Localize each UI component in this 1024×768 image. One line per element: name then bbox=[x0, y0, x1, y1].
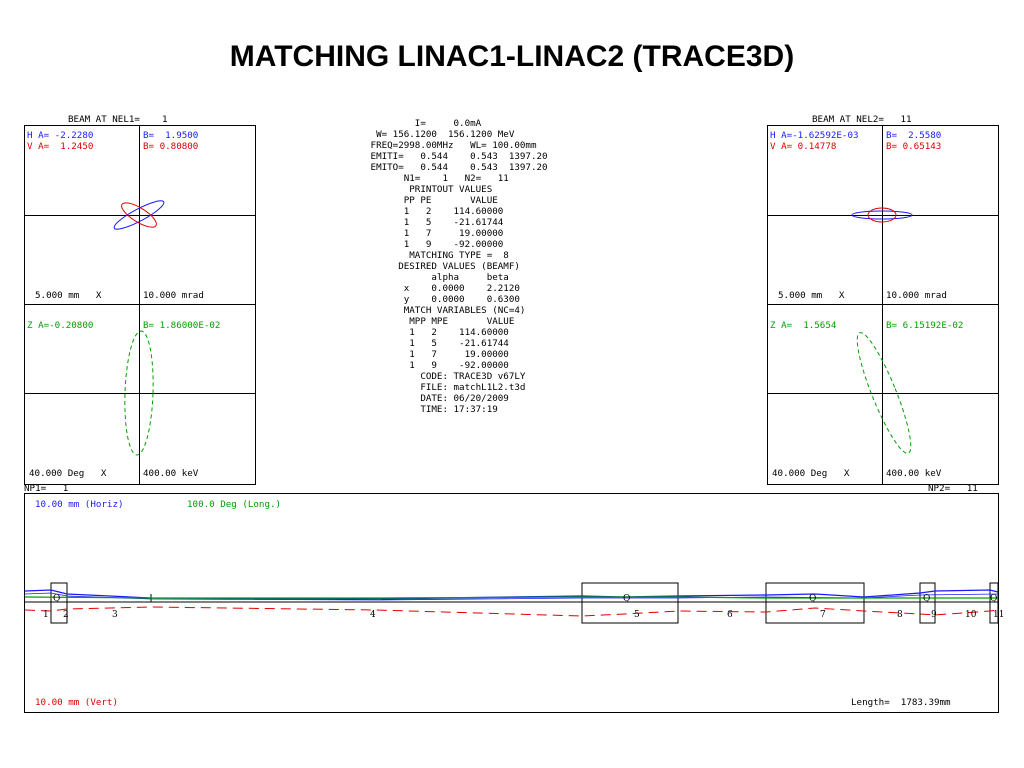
right-xp-scale: 10.000 mrad bbox=[886, 290, 947, 301]
param-line: W= 156.1200 156.1200 MeV bbox=[365, 129, 515, 140]
right-z-scale: 40.000 Deg X bbox=[772, 468, 850, 479]
element-number: 9 bbox=[931, 610, 937, 620]
element-number: 5 bbox=[634, 610, 640, 620]
longitudinal-envelope bbox=[24, 596, 998, 599]
param-line: EMITI= 0.544 0.543 1397.20 bbox=[365, 151, 548, 162]
quad-label: Q bbox=[923, 594, 930, 604]
param-line: 1 7 19.00000 bbox=[365, 349, 509, 360]
trace3d-parameters-block: I= 0.0mA W= 156.1200 156.1200 MeV FREQ=2… bbox=[365, 118, 585, 415]
right-energy-scale: 400.00 keV bbox=[886, 468, 942, 479]
param-line: N1= 1 N2= 11 bbox=[365, 173, 509, 184]
param-line: y 0.0000 0.6300 bbox=[365, 294, 520, 305]
right-panel-header: BEAM AT NEL2= 11 bbox=[812, 114, 912, 125]
element-number: 2 bbox=[63, 610, 69, 620]
element-number: 4 bbox=[370, 610, 376, 620]
quad-element bbox=[919, 582, 936, 624]
element-number: 8 bbox=[897, 610, 903, 620]
param-line: FREQ=2998.00MHz WL= 100.00mm bbox=[365, 140, 537, 151]
left-h-beta: B= 1.9500 bbox=[143, 130, 199, 141]
quad-label: Q bbox=[623, 594, 630, 604]
left-panel-header: BEAM AT NEL1= 1 bbox=[68, 114, 168, 125]
param-line: FILE: matchL1L2.t3d bbox=[365, 382, 526, 393]
right-ellipses-plot bbox=[851, 207, 913, 454]
param-line: 1 2 114.60000 bbox=[365, 327, 509, 338]
left-vertical-ellipse bbox=[121, 202, 157, 228]
quad-element bbox=[581, 582, 679, 624]
right-h-beta: B= 2.5580 bbox=[886, 130, 942, 141]
horiz-scale-label: 10.00 mm (Horiz) bbox=[35, 499, 124, 510]
param-line: 1 5 -21.61744 bbox=[365, 217, 504, 228]
left-energy-scale: 400.00 keV bbox=[143, 468, 199, 479]
element-number: 10 bbox=[965, 610, 977, 620]
left-x-scale: 5.000 mm X bbox=[35, 290, 102, 301]
envelope-plot: 1 2 3 4 5 6 7 8 9 10 11 Q Q Q Q Q bbox=[24, 582, 1004, 624]
param-line: I= 0.0mA bbox=[365, 118, 482, 129]
left-v-beta: B= 0.80800 bbox=[143, 141, 199, 152]
right-h-alpha: H A=-1.62592E-03 bbox=[770, 130, 859, 141]
param-line: 1 9 -92.00000 bbox=[365, 360, 509, 371]
right-x-scale: 5.000 mm X bbox=[778, 290, 845, 301]
beam-envelope-panel: 10.00 mm (Horiz) 100.0 Deg (Long.) 10.00… bbox=[24, 493, 1004, 713]
param-line: 1 2 114.60000 bbox=[365, 206, 504, 217]
quad-label: Q bbox=[990, 594, 997, 604]
left-z-beta: B= 1.86000E-02 bbox=[143, 320, 221, 331]
quad-element bbox=[989, 582, 999, 624]
vertical-envelope bbox=[24, 606, 999, 617]
element-number: 6 bbox=[727, 610, 733, 620]
right-longitudinal-ellipse bbox=[856, 332, 912, 454]
long-scale-label: 100.0 Deg (Long.) bbox=[187, 499, 282, 510]
param-line: 1 5 -21.61744 bbox=[365, 338, 509, 349]
length-label: Length= 1783.39mm bbox=[851, 697, 951, 708]
left-horizontal-ellipse bbox=[113, 200, 165, 230]
left-v-alpha: V A= 1.2450 bbox=[27, 141, 94, 152]
quad-element bbox=[50, 582, 68, 624]
left-z-alpha: Z A=-0.20800 bbox=[27, 320, 94, 331]
param-line: MPP MPE VALUE bbox=[365, 316, 515, 327]
param-line: DESIRED VALUES (BEAMF) bbox=[365, 261, 520, 272]
param-line: 1 9 -92.00000 bbox=[365, 239, 504, 250]
param-line: x 0.0000 2.2120 bbox=[365, 283, 520, 294]
right-v-alpha: V A= 0.14778 bbox=[770, 141, 837, 152]
param-line: DATE: 06/20/2009 bbox=[365, 393, 509, 404]
param-line: MATCHING TYPE = 8 bbox=[365, 250, 509, 261]
param-line: EMITO= 0.544 0.543 1397.20 bbox=[365, 162, 548, 173]
horizontal-envelope bbox=[24, 589, 999, 600]
np1-label: NP1= 1 bbox=[24, 483, 69, 494]
element-number: 3 bbox=[112, 610, 118, 620]
right-z-beta: B= 6.15192E-02 bbox=[886, 320, 964, 331]
left-longitudinal-ellipse bbox=[124, 330, 154, 456]
right-z-alpha: Z A= 1.5654 bbox=[770, 320, 837, 331]
right-horizontal-ellipse bbox=[851, 210, 913, 220]
np2-label: NP2= 11 bbox=[928, 483, 978, 494]
param-line: PRINTOUT VALUES bbox=[365, 184, 493, 195]
right-phase-space-panel: H A=-1.62592E-03 B= 2.5580 V A= 0.14778 … bbox=[767, 125, 999, 485]
left-phase-space-panel: H A= -2.2280 B= 1.9500 V A= 1.2450 B= 0.… bbox=[24, 125, 256, 485]
vert-scale-label: 10.00 mm (Vert) bbox=[35, 697, 118, 708]
param-line: TIME: 17:37:19 bbox=[365, 404, 498, 415]
quad-label: Q bbox=[53, 594, 60, 604]
param-line: MATCH VARIABLES (NC=4) bbox=[365, 305, 526, 316]
right-v-beta: B= 0.65143 bbox=[886, 141, 942, 152]
element-number: 7 bbox=[820, 610, 826, 620]
horizontal-envelope-lower bbox=[24, 592, 999, 601]
quad-label: Q bbox=[809, 594, 816, 604]
quad-element bbox=[765, 582, 865, 624]
param-line: CODE: TRACE3D v67LY bbox=[365, 371, 526, 382]
param-line: 1 7 19.00000 bbox=[365, 228, 504, 239]
param-line: alpha beta bbox=[365, 272, 509, 283]
slide-title: MATCHING LINAC1-LINAC2 (TRACE3D) bbox=[229, 40, 795, 73]
left-h-alpha: H A= -2.2280 bbox=[27, 130, 94, 141]
element-number: 1 bbox=[43, 610, 49, 620]
param-line: PP PE VALUE bbox=[365, 195, 498, 206]
right-vertical-ellipse bbox=[867, 207, 897, 223]
left-ellipses-plot bbox=[113, 200, 165, 456]
element-number: 11 bbox=[993, 610, 1004, 620]
left-xp-scale: 10.000 mrad bbox=[143, 290, 204, 301]
left-z-scale: 40.000 Deg X bbox=[29, 468, 107, 479]
